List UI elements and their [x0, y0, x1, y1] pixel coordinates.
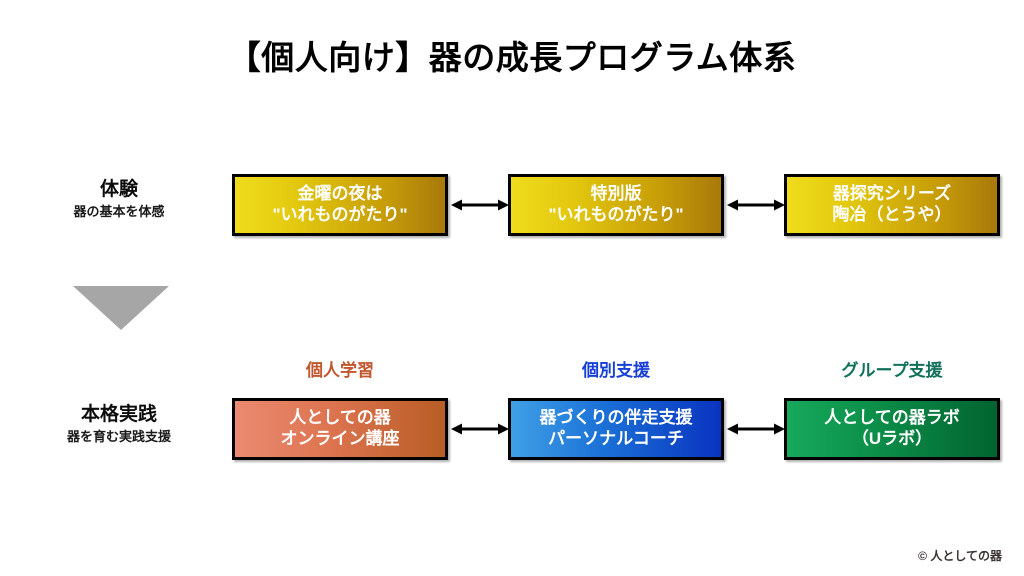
box-special-edition[interactable]: 特別版 "いれものがたり" [508, 174, 724, 236]
category-label-individual-support: 個別支援 [582, 361, 650, 380]
page-title: 【個人向け】器の成長プログラム体系 [227, 39, 797, 76]
box-utsuwa-inquiry-series[interactable]: 器探究シリーズ 陶冶（とうや） [784, 174, 1000, 236]
box-personal-coach[interactable]: 器づくりの伴走支援 パーソナルコーチ [508, 398, 724, 460]
row-label-full-practice-main: 本格実践 [80, 404, 157, 425]
connector-arrow-bottom-left [451, 423, 509, 435]
row-label-full-practice: 本格実践 器を育む実践支援 [14, 403, 224, 446]
category-label-personal-study: 個人学習 [306, 361, 374, 380]
box-friday-night-line1: 金曜の夜は [297, 184, 383, 204]
box-online-course[interactable]: 人としての器 オンライン講座 [232, 398, 448, 460]
footer-copyright: © 人としての器 [918, 549, 1002, 563]
box-utsuwa-lab-line1: 人としての器ラボ [824, 408, 960, 428]
box-utsuwa-inquiry-series-line1: 器探究シリーズ [832, 184, 952, 204]
box-utsuwa-inquiry-series-line2: 陶冶（とうや） [832, 205, 952, 224]
connector-arrow-top-left [451, 199, 509, 211]
row-label-full-practice-sub: 器を育む実践支援 [66, 428, 171, 444]
row-label-experience-main: 体験 [99, 179, 138, 200]
connector-arrow-bottom-right [727, 423, 785, 435]
box-friday-night-line2: "いれものがたり" [272, 205, 408, 224]
box-friday-night[interactable]: 金曜の夜は "いれものがたり" [232, 174, 448, 236]
box-online-course-line1: 人としての器 [289, 408, 391, 428]
category-label-group-support: グループ支援 [841, 361, 943, 380]
box-personal-coach-line2: パーソナルコーチ [548, 429, 684, 448]
box-online-course-line2: オンライン講座 [280, 429, 400, 448]
box-personal-coach-line1: 器づくりの伴走支援 [539, 408, 693, 428]
box-special-edition-line2: "いれものがたり" [548, 205, 684, 224]
down-triangle-icon [73, 286, 169, 330]
row-label-experience: 体験 器の基本を体感 [14, 178, 224, 221]
connector-arrow-top-right [727, 199, 785, 211]
box-special-edition-line1: 特別版 [590, 184, 642, 204]
box-utsuwa-lab-line2: （Uラボ） [851, 429, 933, 448]
row-label-experience-sub: 器の基本を体感 [73, 203, 165, 219]
box-utsuwa-lab[interactable]: 人としての器ラボ （Uラボ） [784, 398, 1000, 460]
